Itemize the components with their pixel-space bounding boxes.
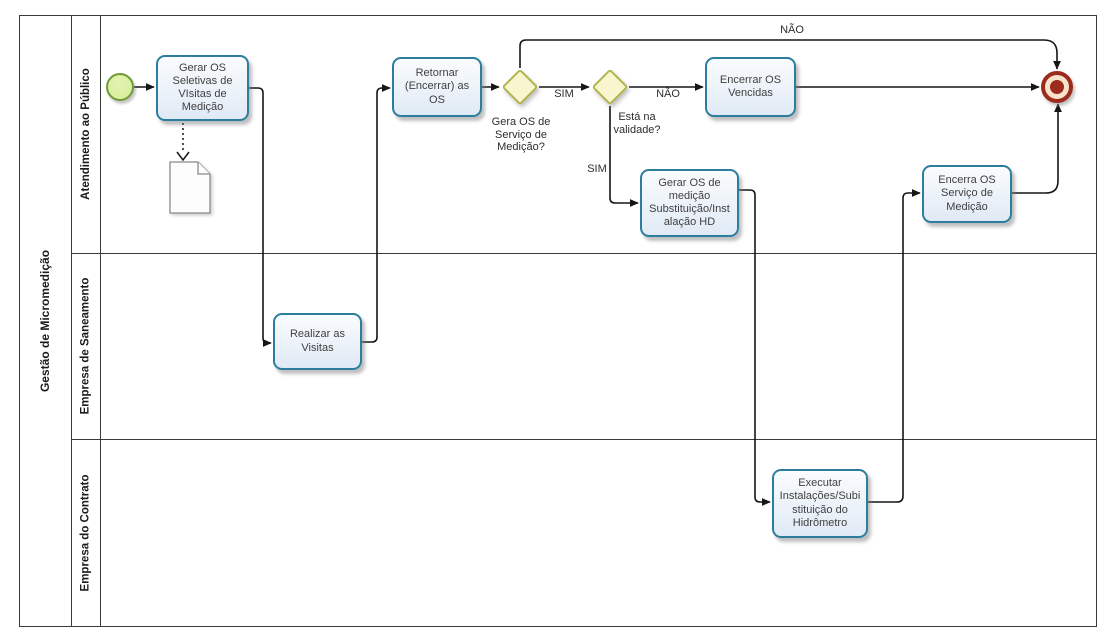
task-label: Encerra OS Serviço de Medição: [938, 174, 996, 213]
lane-atendimento-ao-publico: Atendimento ao Público: [71, 15, 100, 253]
lane-label: Empresa de Saneamento: [79, 277, 92, 415]
lane-divider-1: [71, 253, 1097, 254]
gateway-diamond: [501, 68, 539, 106]
gateway-esta-na-validade: [591, 68, 629, 106]
pool-title-cell: Gestão de Micromedição: [19, 15, 71, 627]
task-label: Gerar OS de medição Substituição/Instala…: [649, 176, 730, 229]
end-event-core: [1050, 80, 1064, 94]
task-gerar-os-medicao-substituicao: Gerar OS de medição Substituição/Instala…: [640, 169, 739, 237]
lane-label: Empresa do Contrato: [79, 474, 92, 592]
task-encerra-os-servico-medicao: Encerra OS Serviço de Medição: [922, 165, 1012, 223]
task-label: Retornar (Encerrar) as OS: [404, 67, 470, 106]
lane-empresa-de-saneamento: Empresa de Saneamento: [71, 253, 100, 439]
lane-divider-2: [71, 439, 1097, 440]
pool-title-divider: [71, 15, 72, 627]
gateway-validade-label: Está na validade?: [613, 111, 661, 136]
edge-label-sim-down: SIM: [587, 163, 607, 175]
end-event: [1041, 71, 1073, 103]
edge-label-nao: NÃO: [656, 88, 680, 100]
task-encerrar-os-vencidas: Encerrar OS Vencidas: [705, 57, 796, 117]
task-label: Gerar OS Seletivas de VIsitas de Medição: [172, 61, 233, 114]
pool-title: Gestão de Micromedição: [38, 249, 53, 393]
task-gerar-os-seletivas: Gerar OS Seletivas de VIsitas de Medição: [156, 55, 249, 121]
gateway-diamond: [591, 68, 629, 106]
lane-label-divider: [100, 15, 101, 627]
task-realizar-as-visitas: Realizar as Visitas: [273, 313, 362, 370]
task-label: Realizar as Visitas: [289, 328, 346, 354]
task-executar-instalacoes: Executar Instalações/Subistituição do Hi…: [772, 469, 868, 538]
lane-empresa-do-contrato: Empresa do Contrato: [71, 439, 100, 627]
edge-label-nao-top: NÃO: [780, 24, 804, 36]
lane-label: Atendimento ao Público: [79, 68, 92, 200]
start-event: [106, 73, 134, 101]
task-label: Executar Instalações/Subistituição do Hi…: [779, 477, 861, 529]
task-label: Encerrar OS Vencidas: [719, 73, 782, 99]
gateway-gera-os-servico: [501, 68, 539, 106]
task-retornar-encerrar-os: Retornar (Encerrar) as OS: [392, 57, 482, 117]
gateway-gera-os-label: Gera OS de Serviço de Medição?: [491, 116, 551, 154]
edge-label-sim: SIM: [554, 88, 574, 100]
